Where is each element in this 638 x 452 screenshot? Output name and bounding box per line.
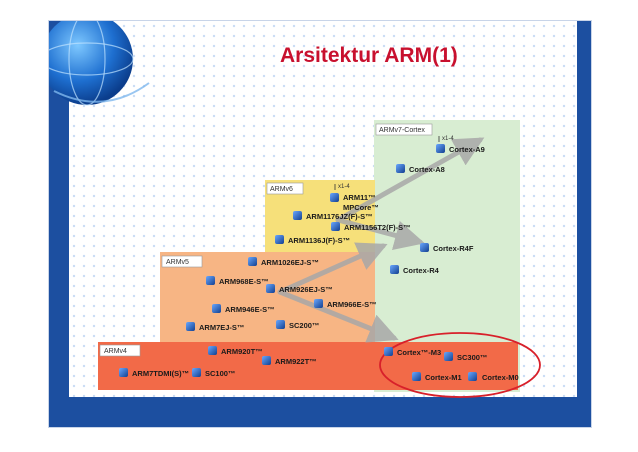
core-arm1156t2f-s: ARM1156T2(F)-S™: [331, 222, 411, 232]
core-cortex-a8: Cortex-A8: [396, 164, 445, 174]
core-sc200: SC200™: [276, 320, 319, 330]
core-arm1176jzf-s: ARM1176JZ(F)-S™: [293, 211, 373, 221]
chip-icon: [390, 265, 399, 274]
chip-icon: [436, 144, 445, 153]
core-label: ARM926EJ-S™: [279, 285, 333, 294]
core-sc100: SC100™: [192, 368, 235, 378]
core-cortex-m1: Cortex-M1: [412, 372, 462, 382]
arm-architecture-diagram: ARMv4 ARMv5 ARMv6 ARMv7-Cortex x1-4 x1-4…: [98, 120, 541, 398]
core-cortex-r4f: Cortex-R4F: [420, 243, 474, 253]
core-label: Cortex-A8: [409, 165, 445, 174]
chip-icon: [420, 243, 429, 252]
chip-icon: [262, 356, 271, 365]
chip-icon: [186, 322, 195, 331]
core-arm966e-s: ARM966E-S™: [314, 299, 377, 309]
chip-icon: [266, 284, 275, 293]
core-label: ARM1026EJ-S™: [261, 258, 319, 267]
core-label: ARM922T™: [275, 357, 317, 366]
chip-icon: [119, 368, 128, 377]
core-label: ARM968E-S™: [219, 277, 269, 286]
core-label: SC100™: [205, 369, 235, 378]
evolution-arrows: [277, 137, 485, 343]
core-sc300: SC300™: [444, 352, 487, 362]
cortex-m-highlight-ellipse: [379, 332, 541, 398]
chip-icon: [192, 368, 201, 377]
core-cortex-m3: Cortex™-M3: [384, 347, 441, 357]
scale-note-armv7: x1-4: [442, 136, 454, 142]
chip-icon: [331, 222, 340, 231]
label-armv4: ARMv4: [104, 348, 127, 355]
core-arm1026ej-s: ARM1026EJ-S™: [248, 257, 319, 267]
chip-icon: [384, 347, 393, 356]
label-armv5: ARMv5: [166, 259, 189, 266]
core-label: Cortex-A9: [449, 145, 485, 154]
core-cortex-m0: Cortex-M0: [468, 372, 519, 382]
core-label: Cortex-M1: [425, 373, 462, 382]
core-arm7ej-s: ARM7EJ-S™: [186, 322, 244, 332]
core-label: SC300™: [457, 353, 487, 362]
chip-icon: [396, 164, 405, 173]
core-label: ARM11™: [343, 193, 376, 202]
core-label: ARM946E-S™: [225, 305, 275, 314]
chip-icon: [206, 276, 215, 285]
core-label: ARM7TDMI(S)™: [132, 369, 189, 378]
chip-icon: [208, 346, 217, 355]
slide-title: Arsitektur ARM(1): [280, 44, 458, 67]
chip-icon: [212, 304, 221, 313]
core-label: ARM7EJ-S™: [199, 323, 244, 332]
core-arm920t: ARM920T™: [208, 346, 263, 356]
chip-icon: [293, 211, 302, 220]
core-arm922t: ARM922T™: [262, 356, 317, 366]
core-label: ARM1156T2(F)-S™: [344, 223, 411, 232]
chip-icon: [468, 372, 477, 381]
chip-icon: [412, 372, 421, 381]
bottom-frame-band: [49, 397, 591, 427]
chip-icon: [248, 257, 257, 266]
core-label: SC200™: [289, 321, 319, 330]
scale-note-armv6: x1-4: [338, 184, 350, 190]
label-armv7: ARMv7-Cortex: [379, 127, 425, 134]
core-arm7tdmi: ARM7TDMI(S)™: [119, 368, 189, 378]
right-frame-band: [577, 21, 591, 427]
core-label: ARM920T™: [221, 347, 263, 356]
core-label: ARM1136J(F)-S™: [288, 236, 350, 245]
chip-icon: [444, 352, 453, 361]
chip-icon: [276, 320, 285, 329]
core-arm11-mpcore: ARM11™ MPCore™: [330, 193, 379, 212]
chip-icon: [314, 299, 323, 308]
core-arm1136jf-s: ARM1136J(F)-S™: [275, 235, 350, 245]
core-arm926ej-s: ARM926EJ-S™: [266, 284, 333, 294]
core-arm968e-s: ARM968E-S™: [206, 276, 269, 286]
core-label: Cortex™-M3: [397, 348, 441, 357]
core-cortex-r4: Cortex-R4: [390, 265, 440, 275]
core-label: Cortex-R4: [403, 266, 440, 275]
core-cortex-a9: Cortex-A9: [436, 144, 485, 154]
chip-icon: [330, 193, 339, 202]
block-armv4: [98, 342, 518, 390]
chip-icon: [275, 235, 284, 244]
core-label: ARM966E-S™: [327, 300, 377, 309]
core-label: Cortex-M0: [482, 373, 519, 382]
globe-logo-icon: [49, 21, 150, 106]
label-armv6: ARMv6: [270, 186, 293, 193]
core-label: Cortex-R4F: [433, 244, 474, 253]
core-label: MPCore™: [343, 203, 379, 212]
core-label: ARM1176JZ(F)-S™: [306, 212, 373, 221]
core-arm946e-s: ARM946E-S™: [212, 304, 275, 314]
left-frame-band: [49, 21, 69, 427]
